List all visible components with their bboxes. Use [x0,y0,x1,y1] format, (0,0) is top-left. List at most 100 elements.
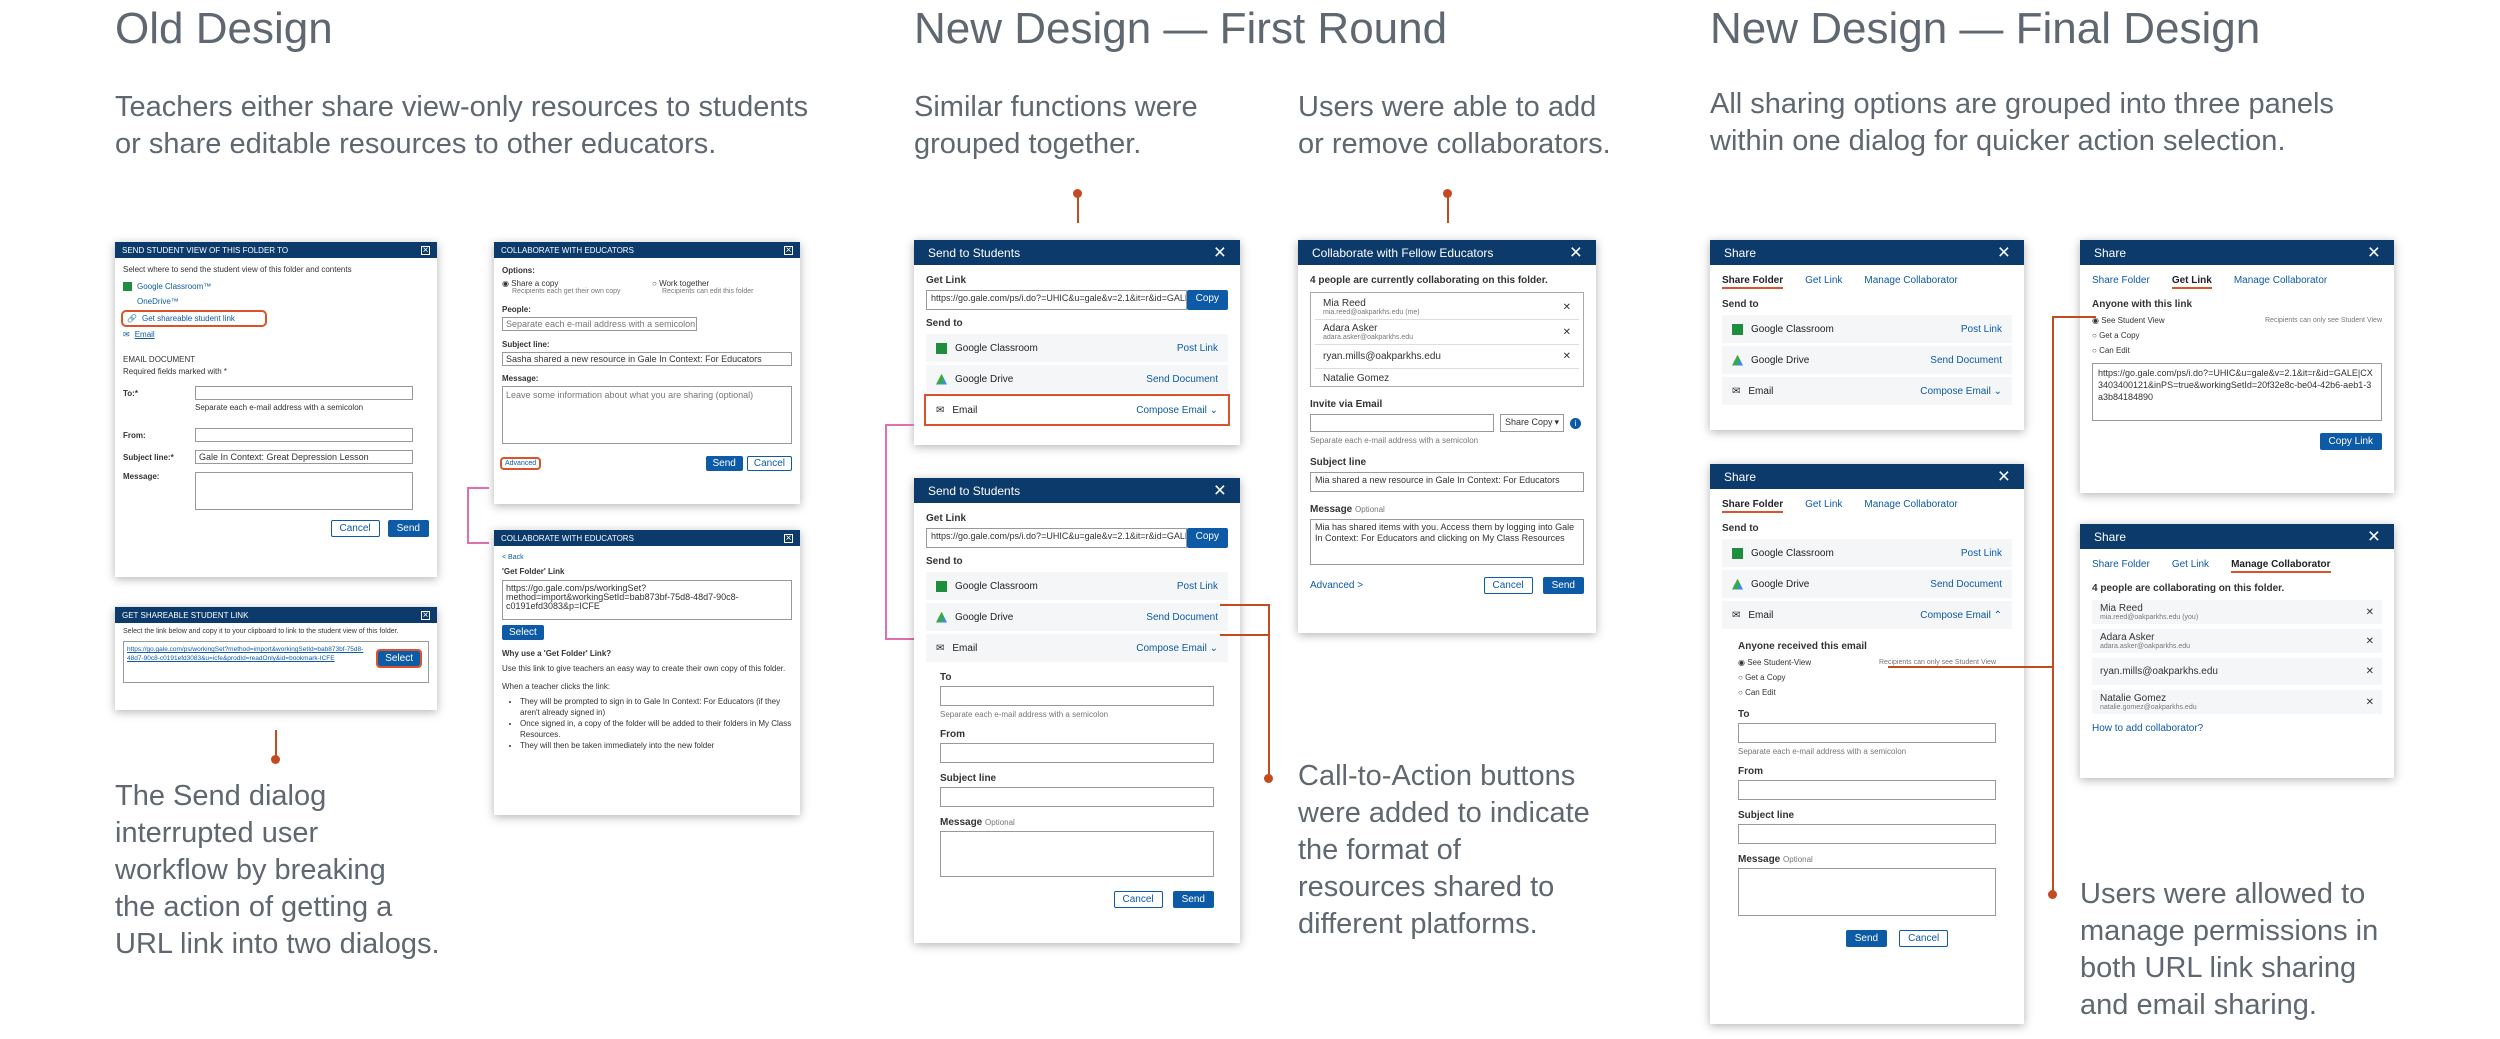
close-icon[interactable]: ✕ [1562,301,1571,313]
close-icon[interactable]: × [784,244,793,256]
old-from-input[interactable] [195,428,413,442]
close-icon[interactable]: × [1997,465,2010,488]
send-document-button[interactable]: Send Document [1146,611,1218,623]
share-url-box[interactable]: https://go.gale.com/ps/i.do?=UHIC&u=gale… [2092,363,2382,421]
close-icon[interactable]: × [784,532,793,544]
tab-share-folder[interactable]: Share Folder [2092,275,2150,286]
close-icon[interactable]: ✕ [1562,351,1571,362]
invite-input[interactable] [1310,414,1494,432]
send-button[interactable]: Send [1172,891,1214,908]
radio-can-edit[interactable]: ○ Can Edit [1738,688,1776,697]
em-label: Email [1748,609,1774,621]
cancel-button[interactable]: Cancel [1113,891,1163,908]
info-icon[interactable]: i [1570,417,1581,429]
how-to-add-link[interactable]: How to add collaborator? [2092,723,2204,734]
subject-input[interactable]: Mia shared a new resource in Gale In Con… [1310,472,1584,492]
old-collab-send-button[interactable]: Send [705,456,743,471]
cancel-button[interactable]: Cancel [1483,577,1533,594]
tab-manage-collaborator[interactable]: Manage Collaborator [1864,275,1958,286]
post-link-button[interactable]: Post Link [1960,323,2002,335]
close-icon[interactable]: × [1997,241,2010,264]
close-icon[interactable]: × [1213,479,1226,502]
message-input[interactable] [1738,868,1996,916]
old-opt-onedrive[interactable]: OneDrive™ [123,297,429,306]
tab-share-folder[interactable]: Share Folder [2092,559,2150,570]
old-collab2-select-button[interactable]: Select [502,625,544,640]
subject-input[interactable] [940,787,1214,807]
close-icon[interactable]: × [2367,525,2380,548]
old-advanced-link[interactable]: Advanced [499,457,542,470]
old-people-input[interactable]: Separate each e-mail address with a semi… [502,317,697,331]
old-folder-url[interactable]: https://go.gale.com/ps/workingSet?method… [502,580,792,620]
cancel-button[interactable]: Cancel [1899,930,1949,947]
old-link-url-box[interactable]: https://go.gale.com/ps/workingSet?method… [123,641,429,683]
old-collab-cancel-button[interactable]: Cancel [746,456,792,471]
close-icon[interactable]: × [1213,241,1226,264]
tab-manage-collaborator[interactable]: Manage Collaborator [2233,275,2328,286]
close-icon[interactable]: × [421,244,430,256]
close-icon[interactable]: × [2367,241,2380,264]
old-message-input[interactable] [195,472,413,510]
tab-get-link[interactable]: Get Link [2171,275,2212,289]
tab-get-link[interactable]: Get Link [1805,499,1843,510]
post-link-button[interactable]: Post Link [1960,547,2002,559]
send-button[interactable]: Send [1845,930,1888,947]
old-link-select-button[interactable]: Select [376,649,422,668]
back-link[interactable]: < Back [502,554,524,561]
from-input[interactable] [940,743,1214,763]
old-send-button[interactable]: Send [387,520,429,537]
tab-get-link[interactable]: Get Link [2171,559,2210,570]
close-icon[interactable]: × [1569,241,1582,264]
fr-link-input[interactable]: https://go.gale.com/ps/i.do?=UHIC&u=gale… [926,528,1187,548]
close-icon[interactable]: ✕ [1562,326,1571,338]
send-document-button[interactable]: Send Document [1930,354,2002,366]
old-opt-email[interactable]: ✉Email [123,330,429,339]
old-cancel-button[interactable]: Cancel [330,520,380,537]
tab-get-link[interactable]: Get Link [1805,275,1843,286]
close-icon[interactable]: ✕ [2365,696,2374,708]
to-input[interactable] [1738,723,1996,743]
close-icon[interactable]: ✕ [2365,606,2374,618]
post-link-button[interactable]: Post Link [1176,580,1218,592]
tab-manage-collaborator[interactable]: Manage Collaborator [1864,499,1958,510]
advanced-link[interactable]: Advanced > [1310,580,1364,591]
fr-link-input[interactable]: https://go.gale.com/ps/i.do?=UHIC&u=gale… [926,290,1187,310]
radio-get-copy[interactable]: ○ Get a Copy [2092,331,2140,340]
subject-input[interactable] [1738,824,1996,844]
from-input[interactable] [1738,780,1996,800]
copy-link-button[interactable]: Copy Link [2319,433,2382,450]
close-icon[interactable]: × [421,609,430,621]
compose-email-button[interactable]: Compose Email ⌄ [1136,643,1218,654]
compose-email-button[interactable]: Compose Email ⌄ [1920,386,2002,397]
post-link-button[interactable]: Post Link [1176,342,1218,354]
message-input[interactable]: Mia has shared items with you. Access th… [1310,519,1584,565]
radio-get-copy[interactable]: ○ Get a Copy [1738,673,1786,682]
old-to-input[interactable] [195,386,413,400]
tab-manage-collaborator[interactable]: Manage Collaborator [2231,559,2331,573]
compose-email-button[interactable]: Compose Email ⌄ [1136,405,1218,416]
send-document-button[interactable]: Send Document [1146,373,1218,385]
send-button[interactable]: Send [1542,577,1584,594]
tab-share-folder[interactable]: Share Folder [1722,275,1784,289]
tab-share-folder[interactable]: Share Folder [1722,499,1784,513]
copy-button[interactable]: Copy [1186,528,1228,548]
old-opt-shareable-link[interactable]: 🔗Get shareable student link [121,310,267,327]
share-copy-select[interactable]: Share Copy▾ [1500,414,1564,432]
old-subject-input[interactable]: Gale In Context: Great Depression Lesson [195,450,413,464]
to-input[interactable] [940,686,1214,706]
message-input[interactable] [940,831,1214,877]
copy-button[interactable]: Copy [1186,290,1228,310]
close-icon[interactable]: ✕ [2365,666,2374,677]
radio-can-edit[interactable]: ○ Can Edit [2092,346,2130,355]
close-icon[interactable]: ✕ [2365,635,2374,647]
send-document-button[interactable]: Send Document [1930,578,2002,590]
old-collab-message-input[interactable]: Leave some information about what you ar… [502,386,792,444]
compose-email-button[interactable]: Compose Email ⌃ [1920,610,2002,621]
old-opt-gc[interactable]: Google Classroom™ [123,282,429,291]
old-collab-subject-input[interactable]: Sasha shared a new resource in Gale In C… [502,352,792,366]
